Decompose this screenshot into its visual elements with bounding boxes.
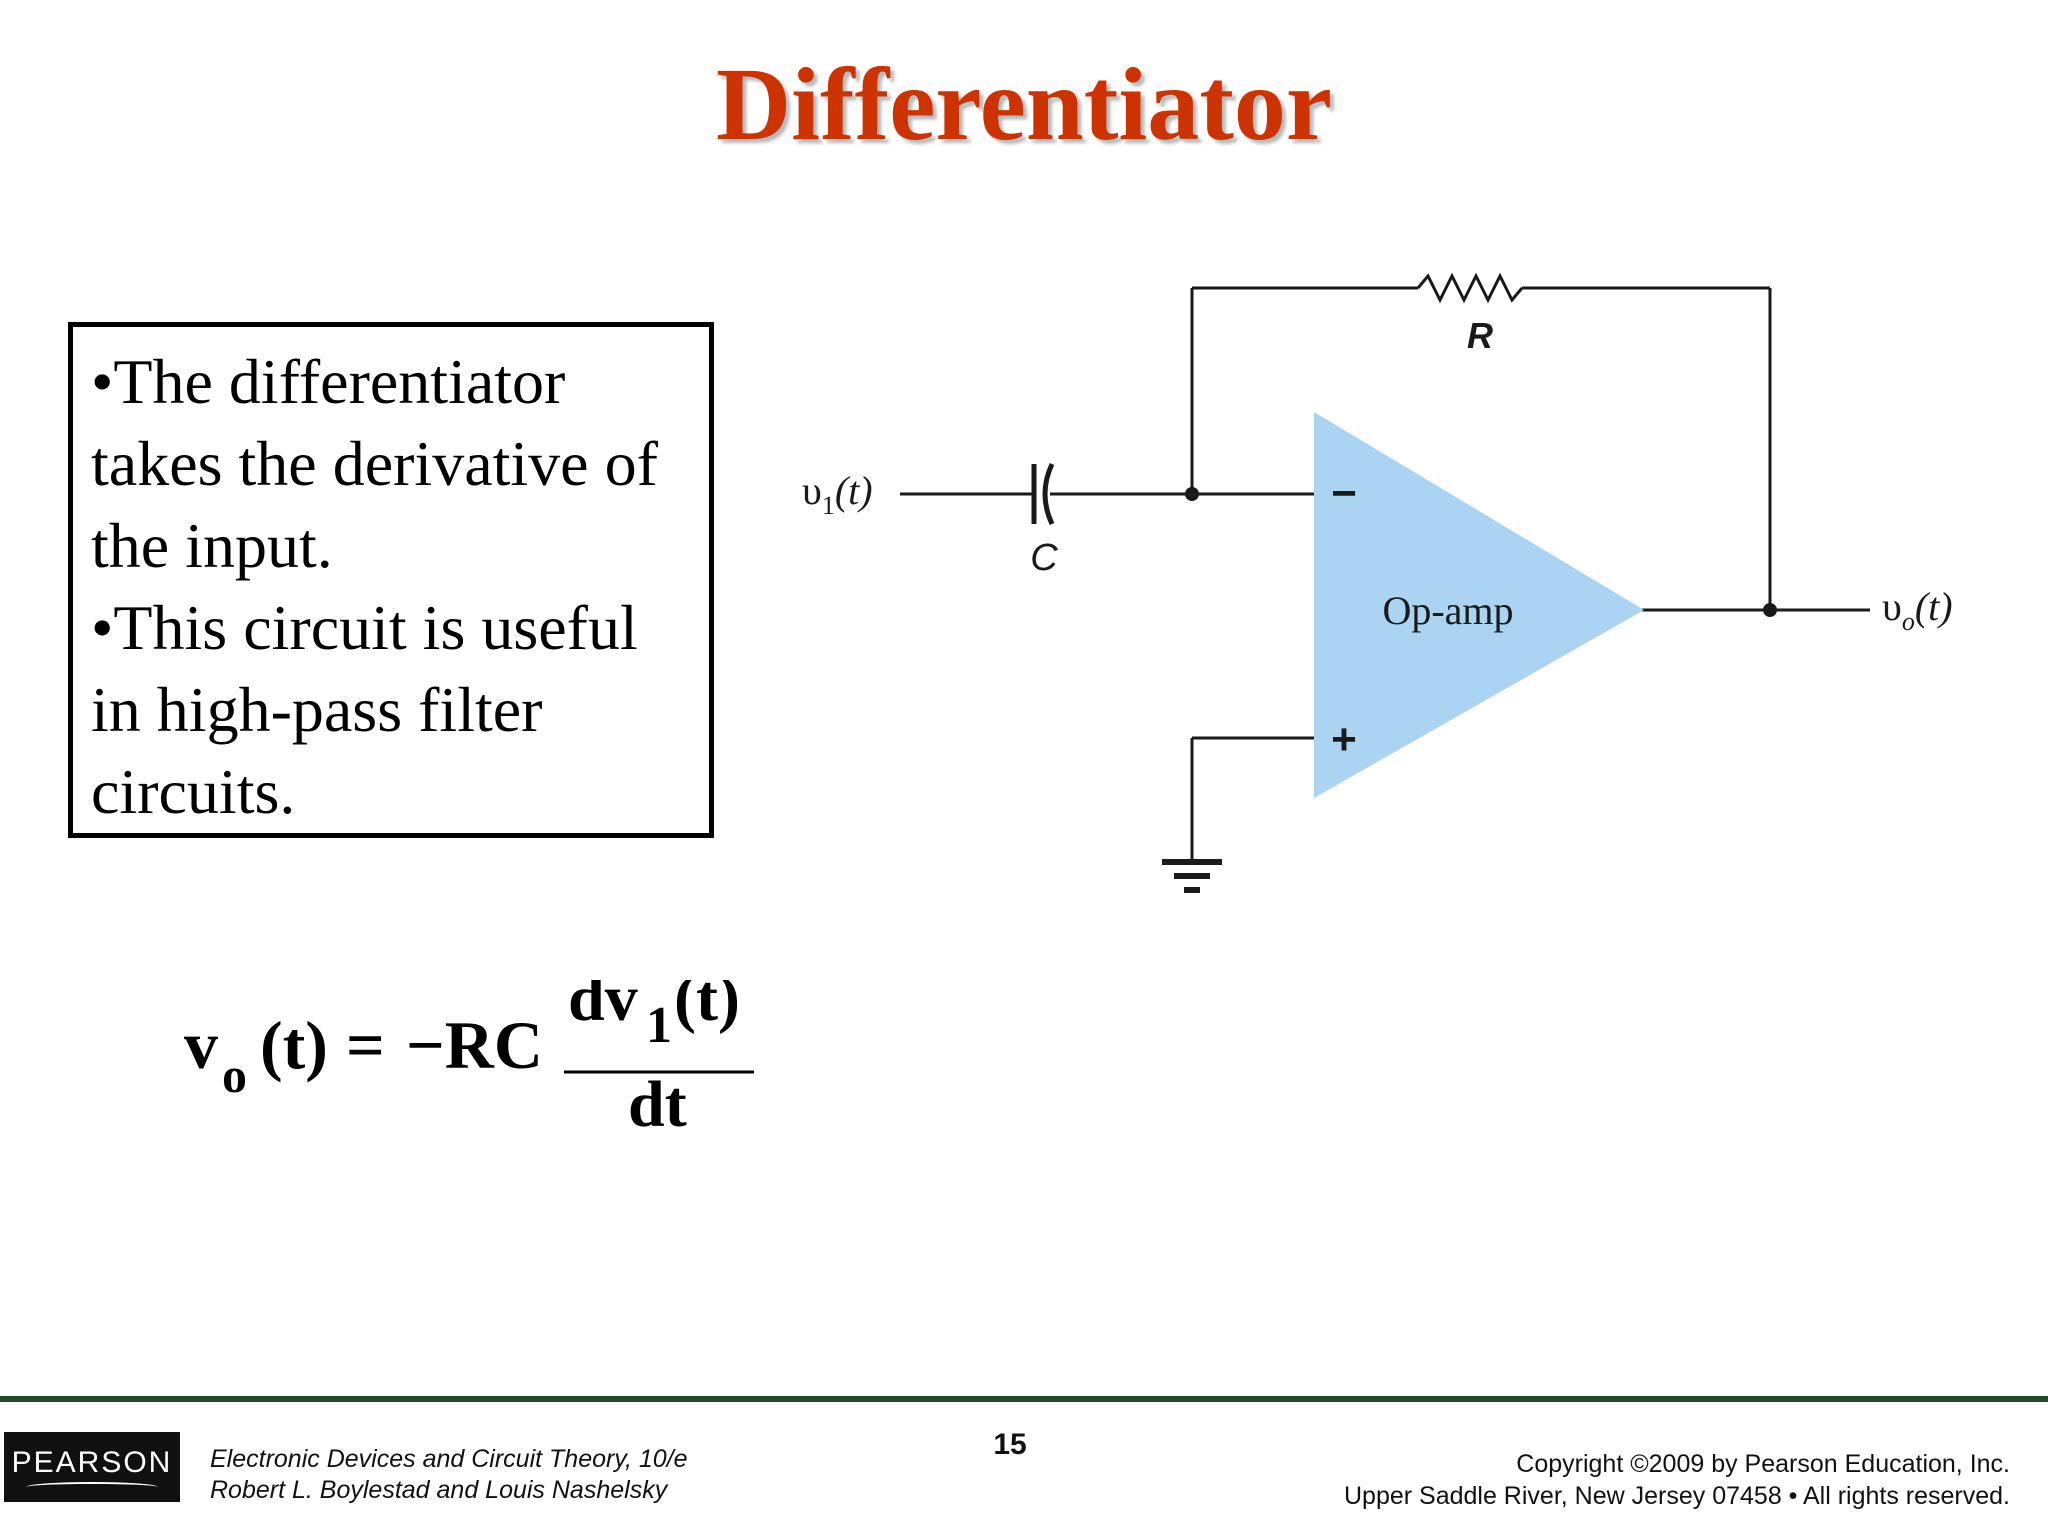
capacitor-symbol (1031, 462, 1055, 526)
capacitor-label: C (1030, 537, 1058, 579)
resistor-label: R (1467, 315, 1493, 356)
eq-coefficient: −RC (406, 1007, 543, 1083)
eq-lhs-v: v (184, 1007, 218, 1083)
copyright-line-1: Copyright ©2009 by Pearson Education, In… (1516, 1450, 2010, 1478)
resistor-zigzag (1416, 272, 1524, 304)
bullet-box: •The differentiator takes the derivative… (68, 322, 714, 838)
junction-node-input (1185, 487, 1199, 501)
eq-numerator-arg: (t) (674, 980, 740, 1035)
opamp-minus-sign: − (1331, 469, 1357, 518)
ground-symbol (1162, 859, 1222, 893)
eq-denominator: dt (628, 1068, 687, 1141)
copyright-line-2: Upper Saddle River, New Jersey 07458 • A… (1343, 1482, 2010, 1510)
logo-swoosh (26, 1482, 158, 1492)
page-number: 15 (993, 1428, 1027, 1461)
bullet-item-1: •The differentiator takes the derivative… (91, 346, 658, 581)
book-citation: Electronic Devices and Circuit Theory, 1… (210, 1444, 688, 1506)
input-voltage-label: υ1(t) (802, 468, 873, 520)
book-title: Electronic Devices and Circuit Theory, 1… (210, 1445, 688, 1473)
opamp-label: Op-amp (1382, 588, 1513, 633)
eq-equals: = (346, 1007, 385, 1083)
eq-lhs-arg: (t) (260, 1007, 328, 1083)
opamp-plus-sign: + (1331, 715, 1357, 764)
opamp-triangle (1314, 412, 1644, 798)
bullet-item-2: •This circuit is useful in high-pass fil… (91, 592, 638, 827)
pearson-logo: PEARSON (4, 1432, 180, 1502)
junction-node-output (1763, 603, 1777, 617)
copyright-notice: Copyright ©2009 by Pearson Education, In… (1344, 1448, 2010, 1512)
differentiator-equation: v o (t) = −RC dv 1 (t) dt (184, 980, 754, 1141)
footer-divider (0, 1396, 2048, 1402)
book-authors: Robert L. Boylestad and Louis Nashelsky (210, 1476, 668, 1504)
output-voltage-label: υo(t) (1882, 584, 1953, 636)
slide-title: Differentiator (715, 47, 1333, 162)
eq-numerator-subscript: 1 (646, 997, 672, 1054)
eq-numerator-d: dv (568, 980, 638, 1035)
differentiator-circuit-diagram: R C Op-amp − + υ1(t) υo(t) (802, 272, 1953, 893)
eq-lhs-subscript: o (222, 1047, 247, 1103)
